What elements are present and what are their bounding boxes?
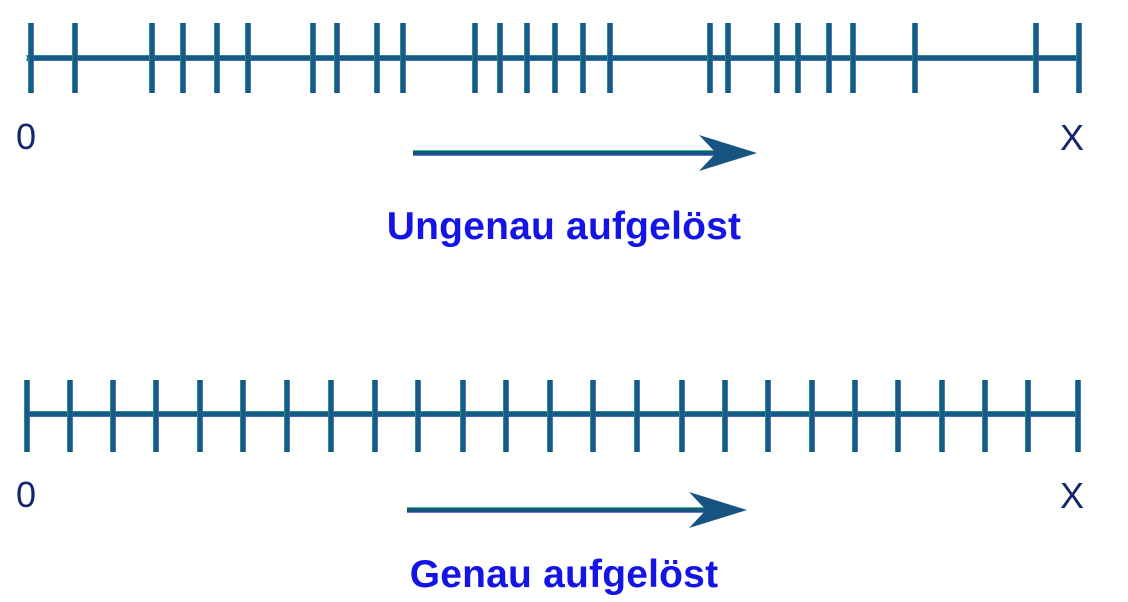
number-line-fine	[23, 380, 1082, 452]
panel-fine-resolution: 0 X Genau aufgelöst	[0, 300, 1128, 602]
axis-end-label-coarse: X	[1060, 117, 1085, 158]
number-line-coarse	[26, 23, 1083, 93]
caption-fine-resolution: Genau aufgelöst	[409, 553, 719, 596]
caption-coarse-resolution: Ungenau aufgelöst	[386, 205, 742, 248]
direction-arrow-fine	[407, 492, 747, 528]
direction-arrow-coarse	[413, 135, 757, 171]
axis-end-label-fine: X	[1060, 475, 1085, 516]
axis-origin-label-fine: 0	[16, 474, 37, 515]
axis-origin-label-coarse: 0	[16, 116, 37, 157]
panel-coarse-resolution: 0 X Ungenau aufgelöst	[0, 0, 1128, 300]
